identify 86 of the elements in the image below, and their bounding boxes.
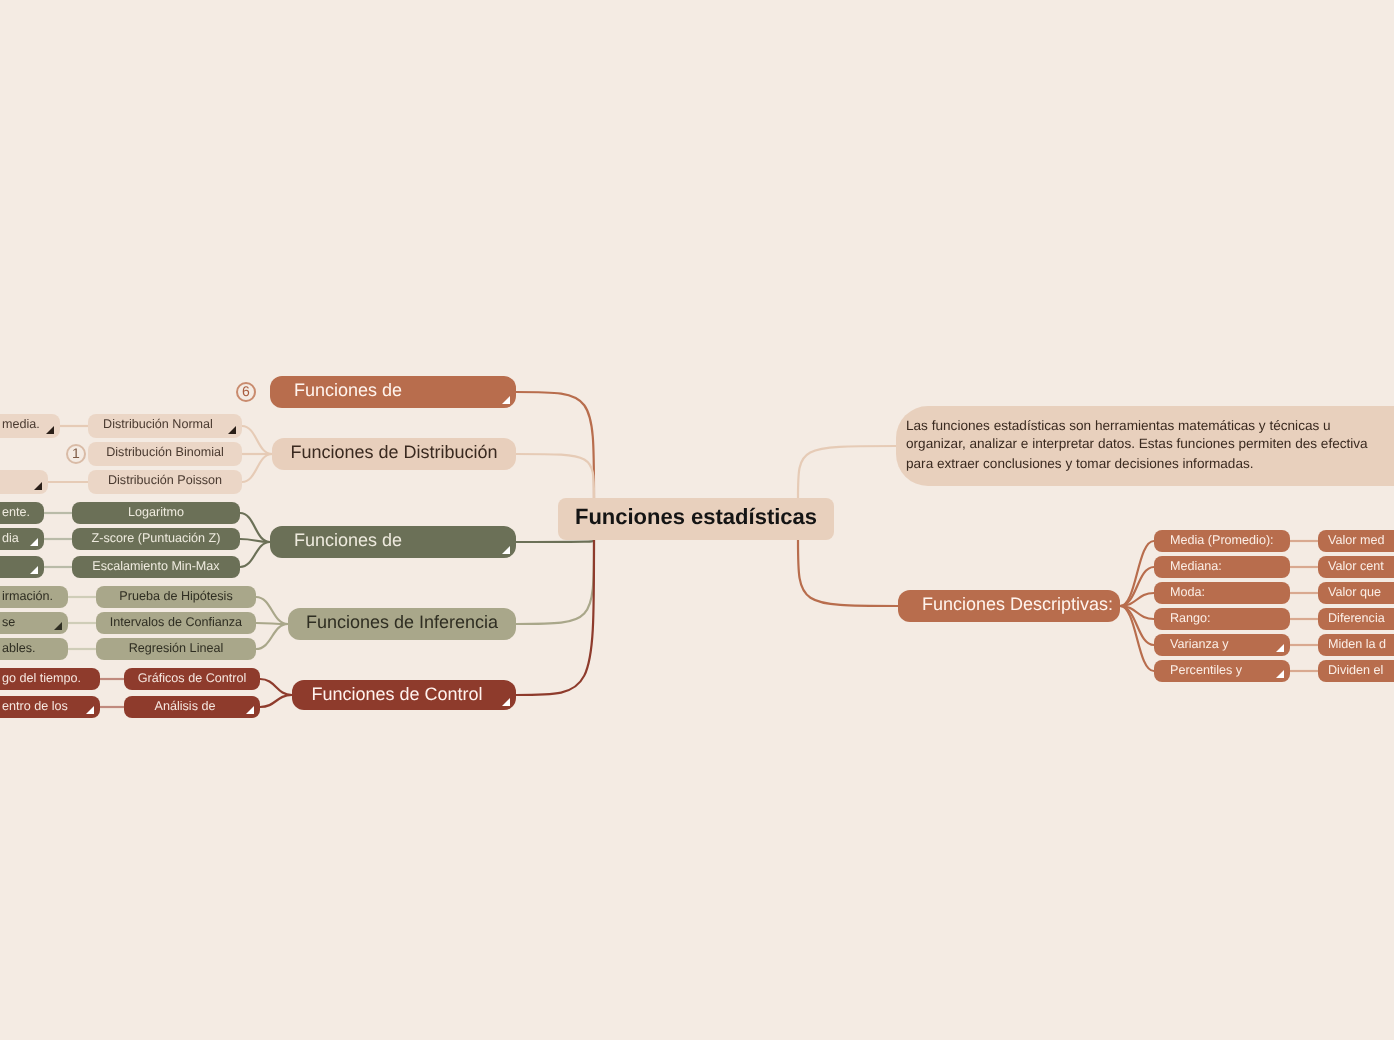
subtopic: [0, 612, 68, 634]
connector-line: [1290, 643, 1318, 647]
connector-line: [239, 511, 271, 544]
topic-label: Funciones de Inferencia: [305, 610, 499, 637]
topic-label: Funciones de: [294, 378, 403, 405]
connector-line: [516, 452, 596, 498]
connector-line: [1119, 604, 1155, 621]
connector-line: [1119, 565, 1155, 608]
subtopic: [124, 668, 260, 690]
connector-line: [48, 480, 88, 484]
connector-line: [44, 537, 72, 541]
box-shape: [0, 556, 44, 578]
connector-line: [1119, 604, 1155, 673]
subtopic: [1154, 608, 1290, 630]
connector-line: [241, 424, 273, 456]
connector-line: [1290, 591, 1318, 595]
connector-line: [44, 511, 72, 515]
subtopic: [0, 668, 100, 690]
connector-line: [44, 565, 72, 569]
connector-line: [255, 595, 289, 626]
subtopic: [0, 696, 100, 718]
subtopic: [1318, 582, 1394, 604]
connector-line: [796, 540, 898, 608]
connector-line: [68, 595, 96, 599]
subtopic: [88, 414, 242, 438]
connector-line: [60, 424, 88, 428]
connector-line: [1290, 617, 1318, 621]
subtopic: [1154, 530, 1290, 552]
connector-line: [1119, 591, 1155, 608]
subtopic: [1154, 556, 1290, 578]
subtopic: [96, 612, 256, 634]
subtopic: [1154, 582, 1290, 604]
subtopic: [72, 502, 240, 524]
connector-line: [256, 621, 288, 626]
branch-topic: [898, 590, 1120, 622]
subtopic: [0, 414, 60, 438]
connector-line: [516, 539, 595, 544]
connector-line: [1290, 669, 1318, 673]
topic-label: Funciones de Control: [311, 681, 483, 708]
box-shape: [0, 470, 48, 494]
connector-line: [68, 647, 96, 651]
subtopic: [1154, 660, 1290, 682]
branch-topic: [272, 438, 516, 470]
subtopic: [0, 586, 68, 608]
subtopic: [1154, 634, 1290, 656]
connector-line: [100, 705, 124, 709]
connector-line: [255, 622, 289, 651]
connector-line: [259, 677, 293, 697]
subtopic: [1318, 530, 1394, 552]
description-topic: [896, 406, 1394, 486]
connector-line: [1290, 565, 1318, 569]
topic-label: Funciones de Distribución: [290, 440, 498, 467]
connector-line: [68, 621, 96, 625]
connector-line: [516, 540, 596, 697]
connector-line: [1290, 539, 1318, 543]
subtopic: [1318, 556, 1394, 578]
subtopic: [88, 442, 242, 466]
connector-line: [242, 452, 272, 456]
branch-topic: [270, 526, 516, 558]
branch-topic: [270, 376, 516, 408]
connector-line: [1119, 539, 1155, 608]
subtopic: [1318, 660, 1394, 682]
connector-line: [239, 540, 271, 569]
connector-line: [241, 452, 273, 484]
subtopic: [0, 502, 44, 524]
topic-label: Funciones Descriptivas:: [922, 592, 1114, 619]
branch-topic: [292, 680, 516, 710]
central-topic: [558, 498, 834, 540]
subtopic: [1318, 608, 1394, 630]
subtopic: [1318, 634, 1394, 656]
subtopic: [72, 528, 240, 550]
connector-line: [1119, 604, 1155, 647]
subtopic: [0, 638, 68, 660]
connector-line: [796, 444, 896, 498]
subtopic: [96, 586, 256, 608]
connector-line: [100, 677, 124, 681]
subtopic: [88, 470, 242, 494]
branch-topic: [288, 608, 516, 640]
connector-line: [240, 537, 270, 544]
topic-label: Funciones de: [294, 528, 403, 555]
subtopic: [0, 528, 44, 550]
subtopic: [72, 556, 240, 578]
topic-label: Funciones estadísticas: [574, 504, 818, 535]
subtopic: [96, 638, 256, 660]
subtopic: [124, 696, 260, 718]
connector-line: [259, 693, 293, 709]
